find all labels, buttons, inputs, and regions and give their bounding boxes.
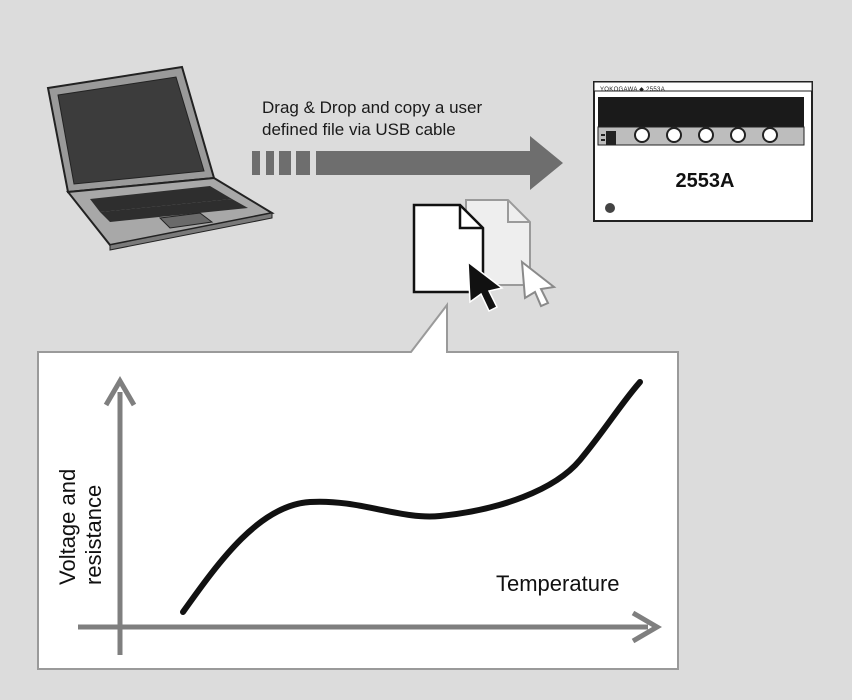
- y-axis-label: Voltage and resistance: [55, 445, 115, 585]
- transfer-caption-line2: defined file via USB cable: [262, 120, 456, 139]
- laptop-icon: [46, 65, 275, 251]
- cursor-icon: [467, 259, 557, 313]
- transfer-arrow: [252, 136, 563, 190]
- y-axis-label-line2: resistance: [81, 484, 106, 585]
- transfer-caption-line1: Drag & Drop and copy a user: [262, 98, 483, 117]
- graph-axes: [78, 376, 662, 655]
- graph-curve: [180, 379, 643, 615]
- y-axis-label-line1: Voltage and: [55, 468, 80, 585]
- device-model-label: 2553A: [675, 170, 735, 192]
- device-brand-label: YOKOGAWA ◆ 2553A: [600, 87, 665, 93]
- document-icon: [412, 199, 531, 294]
- x-axis-label: Temperature: [496, 571, 620, 596]
- callout-bubble: [37, 302, 679, 670]
- transfer-caption: Drag & Drop and copy a user defined file…: [262, 97, 562, 141]
- device-2553a: [593, 81, 813, 222]
